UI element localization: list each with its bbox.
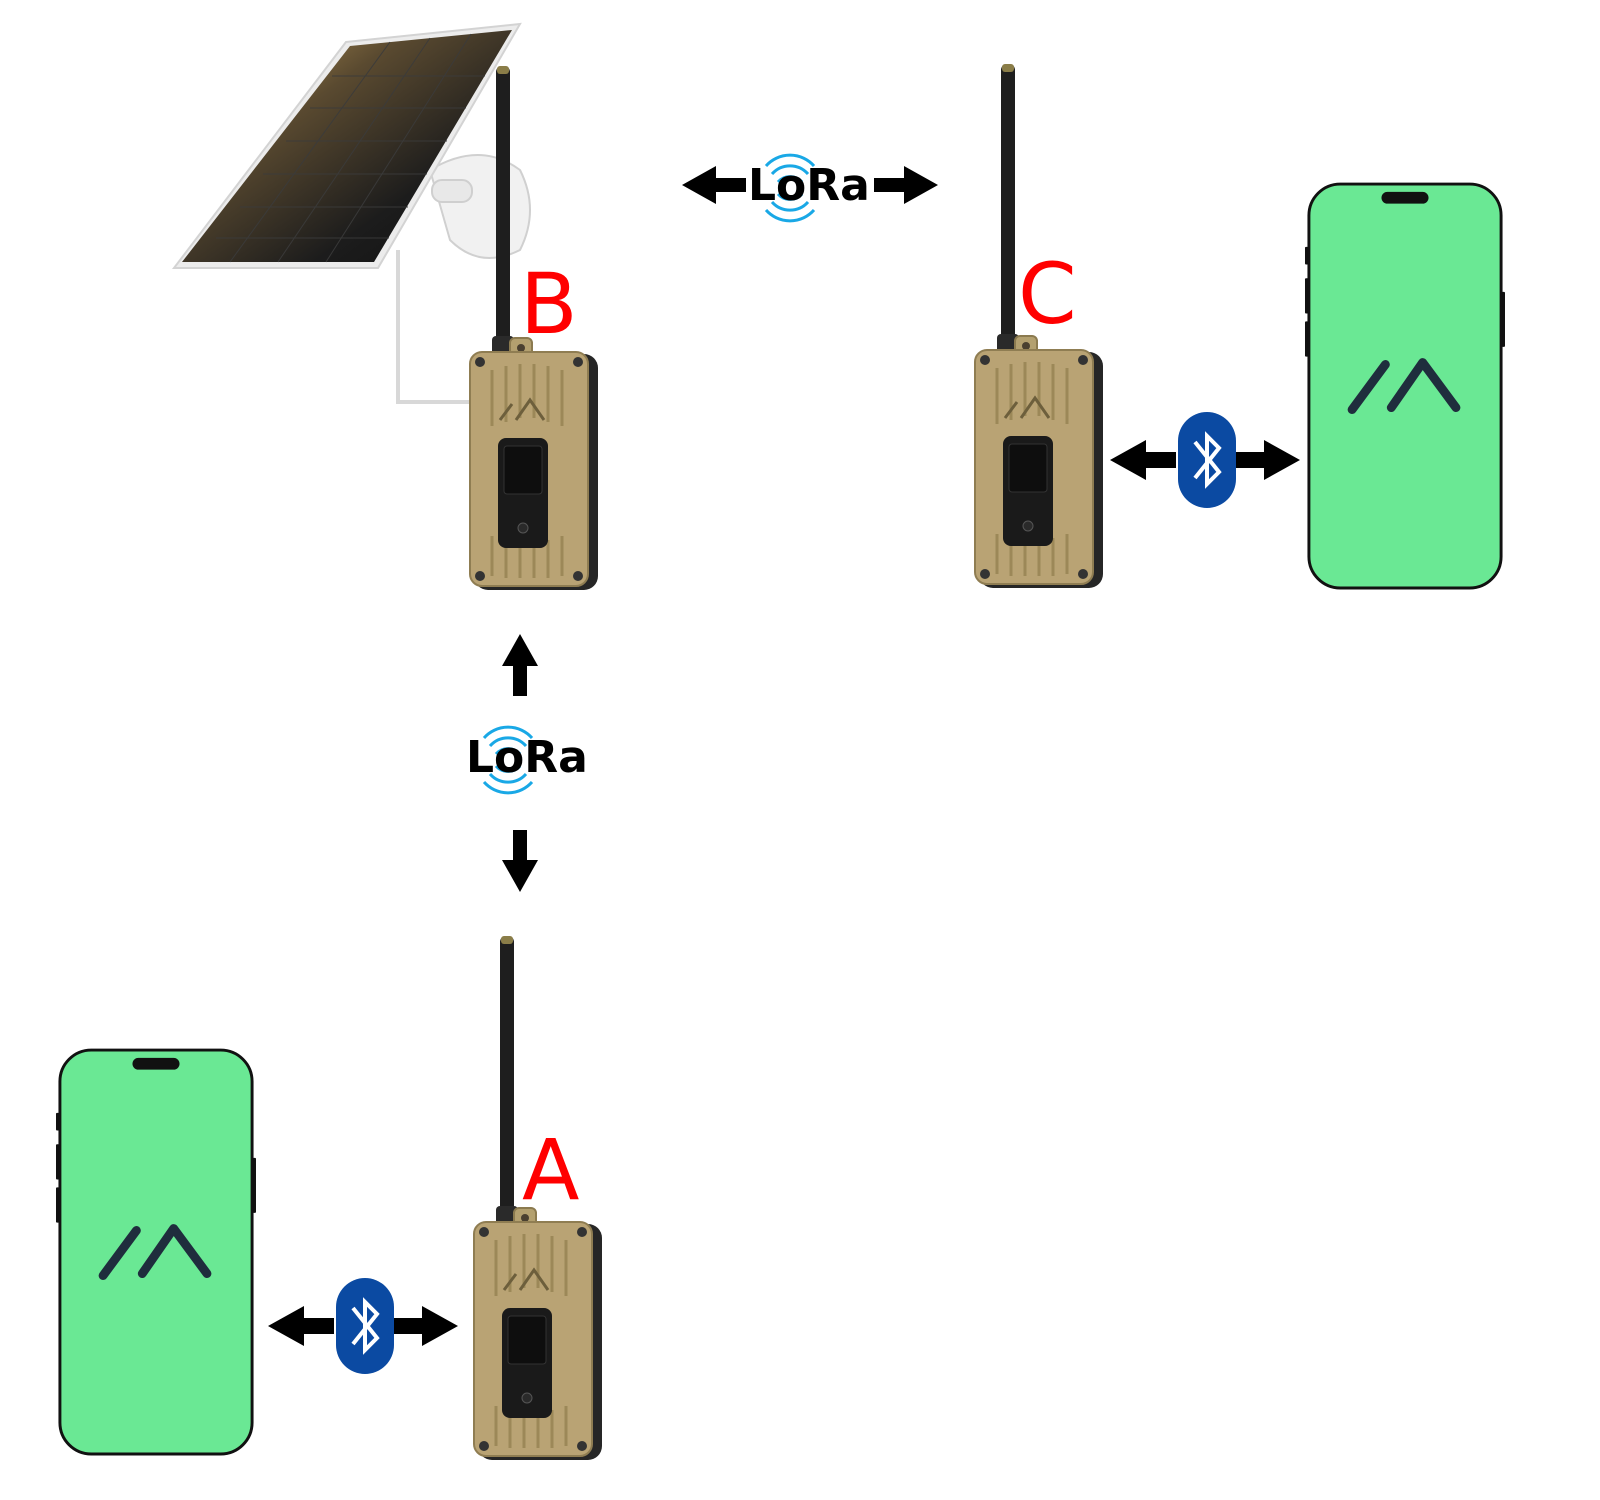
solar-panel-icon <box>171 22 531 404</box>
smartphone-app-icon-c <box>1305 180 1505 596</box>
node-label-a: A <box>522 1121 580 1219</box>
lora-label-b-c: LoRa <box>748 160 870 211</box>
bluetooth-icon <box>336 1278 394 1374</box>
lora-label-a-b: LoRa <box>466 732 588 783</box>
node-label-c: C <box>1018 245 1077 343</box>
node-label-b: B <box>520 255 578 353</box>
bluetooth-icon <box>1178 412 1236 508</box>
smartphone-app-icon-a <box>56 1046 256 1462</box>
lora-arrows-b-c <box>682 166 938 204</box>
lora-arrow-up <box>502 634 538 696</box>
lora-arrow-down <box>502 830 538 892</box>
